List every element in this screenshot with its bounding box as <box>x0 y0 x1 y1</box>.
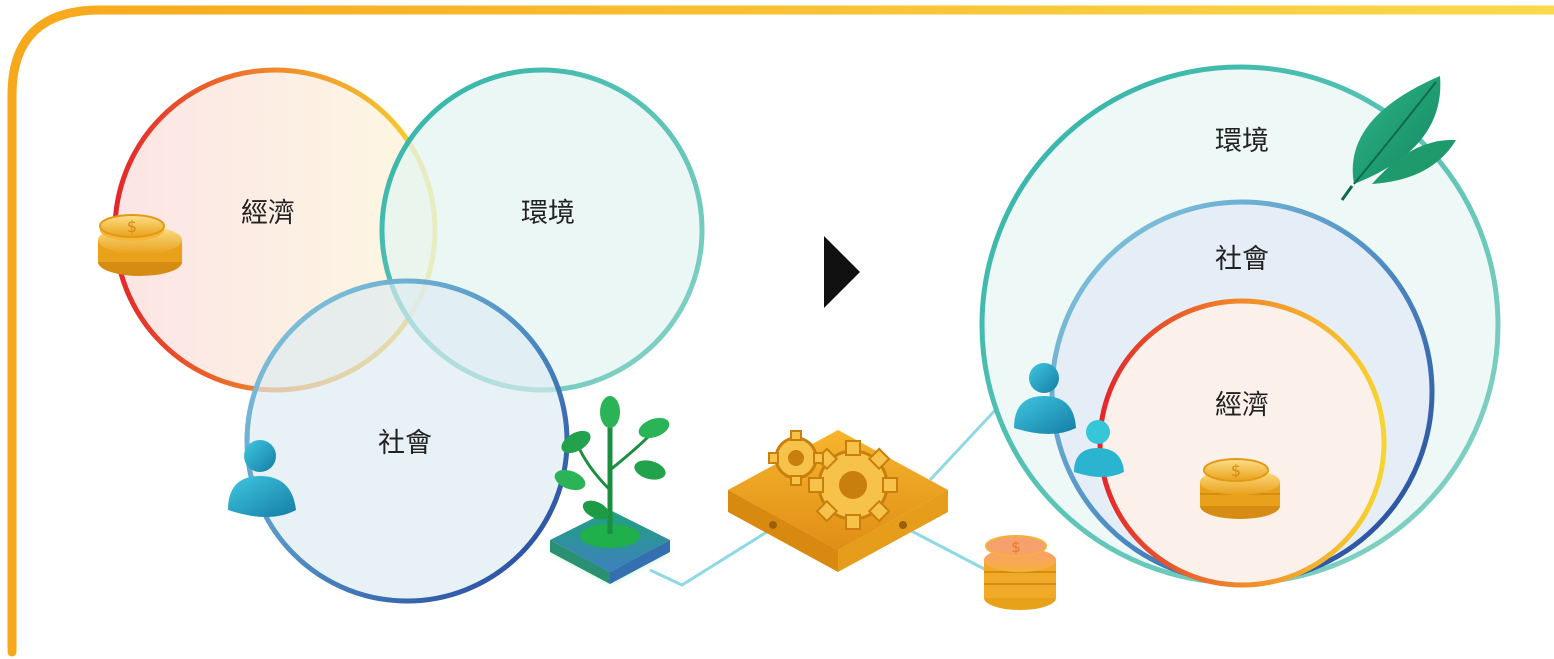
gears-block-icon <box>728 430 948 572</box>
person-icon <box>1014 363 1076 434</box>
venn-economy-label: 經濟 <box>241 198 295 229</box>
svg-text:$: $ <box>1231 461 1241 480</box>
play-arrow-icon <box>824 236 860 308</box>
dollar-coin-stack-icon: $ <box>1200 458 1280 519</box>
dollar-coin-stack-icon: $ <box>984 535 1056 610</box>
svg-text:$: $ <box>127 217 137 236</box>
frame-border <box>7 5 1554 657</box>
left-venn: 經濟 環境 社會 $ <box>98 67 705 604</box>
nested-society-label: 社會 <box>1215 244 1269 275</box>
svg-text:$: $ <box>1011 538 1021 556</box>
nested-economy-label: 經濟 <box>1215 390 1269 421</box>
sprout-plant-icon <box>550 396 670 584</box>
leaf-icon <box>1340 76 1456 201</box>
venn-environment-label: 環境 <box>521 198 575 229</box>
dollar-coin-stack-icon: $ <box>98 214 182 276</box>
right-nested: 環境 社會 經濟 $ <box>979 64 1501 588</box>
person-icon <box>228 440 296 517</box>
venn-society-label: 社會 <box>378 428 432 459</box>
nested-environment-label: 環境 <box>1215 126 1269 157</box>
nested-economy-circle <box>1097 298 1387 588</box>
person-icon <box>1074 420 1124 477</box>
